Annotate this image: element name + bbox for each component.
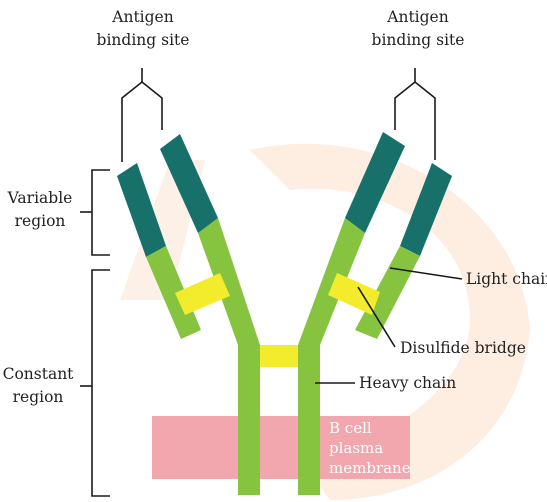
- variable-bracket: [92, 170, 110, 255]
- membrane-line3: membrane: [329, 459, 411, 477]
- constant-line2: region: [13, 388, 64, 406]
- membrane-line1: B cell: [329, 419, 372, 437]
- antigen-bracket-left: [122, 82, 162, 162]
- antigen-right-line2: binding site: [372, 31, 465, 49]
- antigen-left-line2: binding site: [97, 31, 190, 49]
- heavy-chain-label: Heavy chain: [359, 374, 456, 392]
- variable-line1: Variable: [7, 189, 73, 207]
- disulfide-label: Disulfide bridge: [400, 339, 526, 357]
- constant-line1: Constant: [3, 365, 75, 383]
- constant-bracket: [92, 270, 110, 496]
- variable-line2: region: [15, 212, 66, 230]
- light-chain-label: Light chain: [466, 270, 547, 288]
- membrane-line2: plasma: [329, 439, 383, 457]
- antigen-left-line1: Antigen: [111, 8, 173, 26]
- disulfide-bridges: [175, 273, 380, 367]
- antigen-right-line1: Antigen: [386, 8, 448, 26]
